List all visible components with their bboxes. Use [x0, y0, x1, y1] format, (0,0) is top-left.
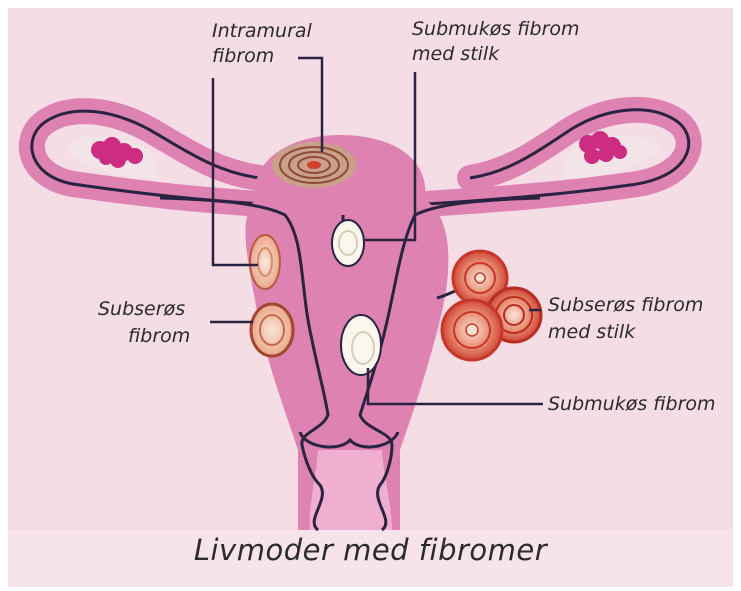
- intramural-fibroid: [272, 142, 356, 188]
- label-subserous-stalk-line2: med stilk: [548, 321, 635, 344]
- label-subserous-line2: fibrom: [128, 325, 190, 348]
- label-submucous-stalk-line1: Submukøs fibrom: [412, 18, 580, 41]
- label-submucous-stalk-line2: med stilk: [412, 43, 499, 66]
- label-subserous-stalk-line1: Subserøs fibrom: [548, 294, 703, 317]
- label-submucous: Submukøs fibrom: [548, 393, 716, 416]
- diagram-title: Livmoder med fibromer: [0, 533, 741, 567]
- label-intramural-line1: Intramural: [212, 20, 312, 43]
- left-upper-fibroid: [250, 235, 280, 289]
- label-subserous-line1: Subserøs: [98, 298, 185, 321]
- label-intramural-line2: fibrom: [212, 45, 274, 68]
- subserous-fibroid: [251, 304, 293, 356]
- submucous-fibroid: [341, 315, 381, 375]
